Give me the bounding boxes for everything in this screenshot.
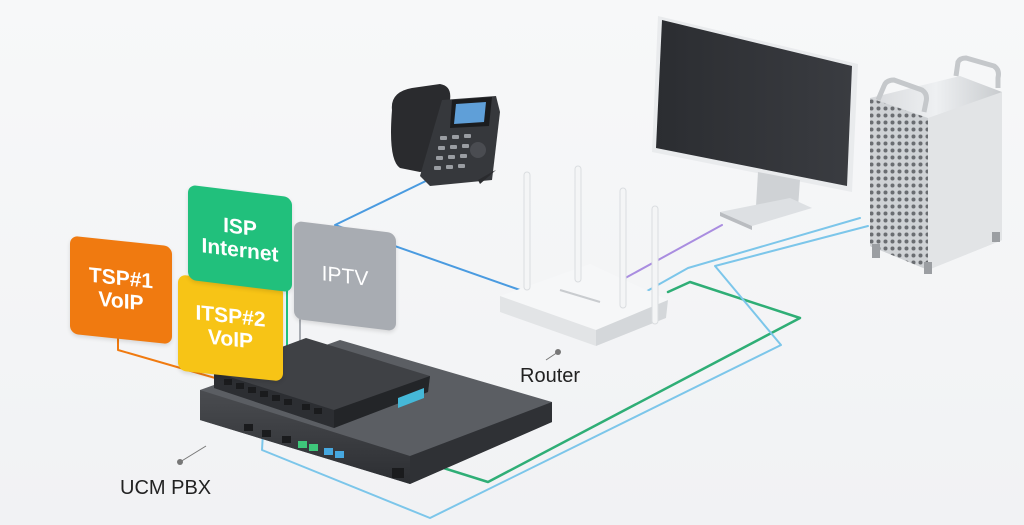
monitor-icon (652, 16, 858, 230)
router-icon (500, 165, 668, 361)
cable-workstation-pbx (261, 225, 869, 519)
tag-itsp2-voip: ITSP#2 VoIP (178, 274, 283, 382)
phone-icon (391, 84, 500, 186)
tag-tsp1-voip: TSP#1 VoIP (70, 235, 172, 345)
workstation-icon (870, 55, 1002, 274)
tag-isp-line2: Internet (201, 233, 279, 267)
tag-iptv-line1: IPTV (321, 261, 369, 291)
pbx-label: UCM PBX (120, 477, 212, 499)
tag-tsp1-line2: VoIP (98, 287, 144, 316)
tag-isp-internet: ISP Internet (188, 184, 292, 293)
tag-iptv: IPTV (294, 220, 396, 332)
cable-router-monitor (617, 224, 723, 283)
tag-itsp2-line2: VoIP (207, 325, 254, 354)
router-label: Router (520, 365, 581, 387)
